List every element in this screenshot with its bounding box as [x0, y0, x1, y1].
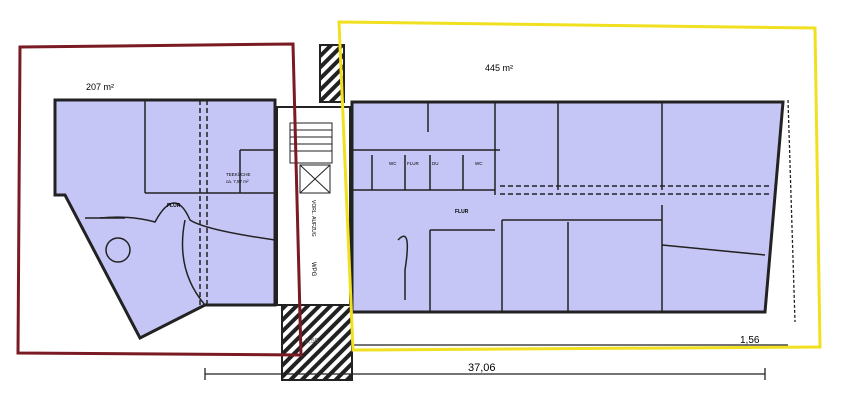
left-area-label: 207 m²	[86, 82, 114, 92]
wc1-label: WC	[389, 161, 397, 166]
left-area-outline	[16, 42, 303, 357]
teekueche-label: TEEKÜCHE	[226, 171, 251, 177]
right-wing-rooms	[350, 100, 785, 314]
total-length-label: 37,06	[468, 362, 496, 374]
offset-label: 1,56	[740, 335, 760, 346]
left-wing-walls	[85, 100, 276, 306]
flur-small-label: FLUR	[407, 161, 420, 166]
flur-left-label: FLUR	[167, 203, 181, 209]
right-area-label: 445 m²	[485, 63, 513, 73]
right-area-outline	[337, 20, 822, 352]
dimension-lines	[204, 99, 796, 380]
teekueche-area-label: ca. 7,97 m²	[226, 179, 249, 184]
aufzug-label: VORL. AUFZUG	[310, 200, 316, 237]
wc2-label: WC	[475, 161, 483, 166]
stair-width-label: 2,55	[305, 338, 319, 345]
hatched-column-bottom	[281, 304, 353, 381]
flur-right-label: FLUR	[455, 209, 469, 215]
du1-label: DU	[432, 161, 439, 166]
left-wing-rooms	[53, 98, 277, 341]
right-wing-walls	[352, 102, 770, 312]
wpg-label: WPG	[310, 262, 316, 277]
stair-core	[276, 106, 351, 306]
